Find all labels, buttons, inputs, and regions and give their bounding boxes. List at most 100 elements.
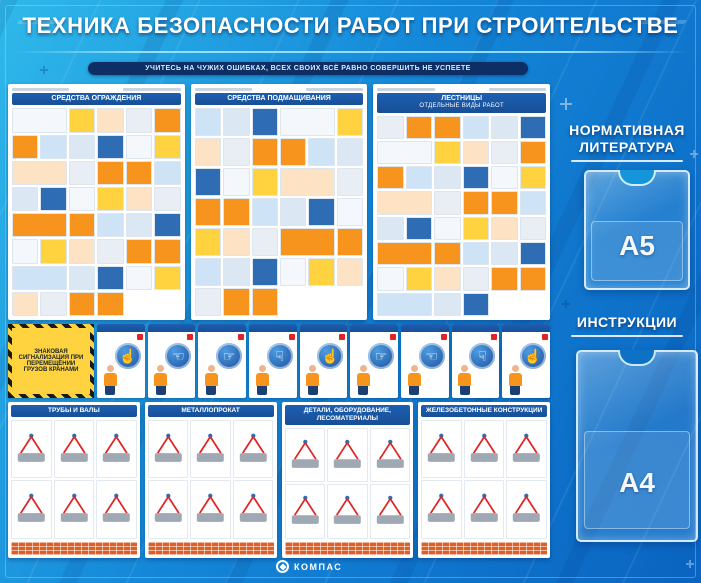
sling-diagram-svg — [470, 494, 498, 523]
poster-illustration-cell — [125, 108, 153, 133]
signal-number-badge — [390, 334, 397, 340]
pocket-finger-cutout — [618, 170, 656, 186]
poster-illustration-cell — [125, 213, 153, 238]
hand-down-icon: ☟ — [266, 343, 293, 369]
signalman-head — [359, 365, 367, 372]
a4-instructions-pocket[interactable]: А4 — [576, 350, 698, 542]
signal-card-illustration: ☞ — [198, 332, 246, 398]
poster-illustration-cell — [377, 166, 404, 190]
instructions-label: ИНСТРУКЦИИ — [552, 314, 701, 337]
sling-diagram — [11, 419, 52, 479]
signalman-torso — [458, 373, 472, 386]
signalman-legs — [105, 386, 115, 395]
poster-illustration-cell — [308, 258, 335, 287]
poster-illustration-cell — [377, 191, 433, 215]
sling-diagram — [463, 419, 505, 479]
poster-illustration-cell — [308, 198, 335, 227]
sling-diagram-svg — [239, 494, 267, 523]
signalman-legs — [257, 386, 268, 395]
poster-illustration-cell — [40, 239, 67, 264]
signalman-head — [207, 365, 215, 372]
poster-illustration-cell — [434, 115, 461, 139]
signalman-legs — [459, 386, 470, 395]
hand-up-icon: ☝ — [317, 343, 344, 369]
poster-illustration-cell — [154, 213, 181, 238]
plus-decoration — [562, 300, 570, 308]
poster-meta-lines — [194, 88, 364, 91]
signalman-torso — [154, 373, 168, 386]
poster-illustration-cell — [154, 186, 181, 212]
poster-illustration-cell — [12, 186, 39, 212]
sling-diagram-svg — [513, 433, 541, 462]
signal-number-badge — [339, 334, 346, 340]
poster-illustration-cell — [68, 108, 96, 133]
signal-card: ☟ — [451, 324, 500, 398]
sling-diagram-svg — [513, 494, 541, 523]
poster-illustration-cell — [336, 228, 364, 257]
signal-card-illustration: ☜ — [148, 332, 196, 398]
signal-card-illustration: ☞ — [350, 332, 398, 398]
poster-illustration-cell — [154, 134, 181, 159]
sling-diagram — [284, 484, 326, 539]
poster-illustration-cell — [12, 134, 39, 159]
poster-illustration-cell — [251, 138, 278, 167]
materials-strip — [284, 542, 411, 555]
poster-illustration-cell — [280, 108, 335, 137]
sling-diagrams — [421, 419, 547, 539]
poster-illustration-cell — [519, 267, 547, 291]
poster-illustration-cell — [405, 166, 433, 190]
poster-illustration-cell — [97, 291, 124, 316]
poster-illustration-cell — [68, 213, 96, 238]
signalman-figure — [153, 365, 169, 395]
signalman-head — [461, 365, 469, 372]
label-underline — [571, 159, 683, 162]
poster-illustration-cell — [194, 198, 222, 227]
sling-diagram — [53, 480, 95, 539]
materials-strip — [11, 542, 137, 555]
poster-illustration-cell — [154, 108, 181, 133]
a5-literature-pocket[interactable]: А5 — [584, 170, 690, 290]
signal-card: ☝ — [299, 324, 348, 398]
sling-diagram — [506, 480, 547, 539]
sling-diagram — [369, 427, 411, 483]
poster-illustration-cell — [377, 242, 433, 266]
header-divider — [12, 51, 689, 53]
poster-illustration-cell — [125, 186, 153, 212]
poster-title: ДЕТАЛИ, ОБОРУДОВАНИЕ, ЛЕСОМАТЕРИАЛЫ — [284, 405, 411, 425]
poster-illustration-cell — [194, 228, 222, 257]
poster-illustration-cell — [97, 265, 124, 290]
poster-illustration-cell — [377, 115, 404, 139]
poster-illustration-cell — [462, 267, 490, 291]
sling-diagram — [327, 484, 368, 539]
poster-illustration-cell — [377, 267, 404, 291]
poster-illustration-cell — [68, 186, 96, 212]
signalman-legs — [409, 386, 420, 395]
sling-diagram — [421, 419, 462, 479]
compass-icon — [276, 560, 289, 573]
sling-diagram-svg — [60, 433, 88, 462]
poster-illustration-cell — [194, 108, 222, 137]
poster-illustration-cell — [223, 108, 250, 137]
poster-illustration-cell — [125, 265, 153, 290]
sling-diagram — [232, 480, 274, 539]
poster-illustration-cell — [491, 242, 518, 266]
sling-diagram — [190, 419, 231, 479]
sling-diagram-svg — [470, 433, 498, 462]
poster-illustration-cell — [491, 267, 518, 291]
signal-number-badge — [491, 334, 498, 340]
poster-illustration-cell — [336, 198, 364, 227]
manufacturer-logo: КОМПАС — [276, 560, 342, 573]
sling-diagrams — [11, 419, 137, 539]
poster-illustration-cell — [519, 140, 547, 165]
poster-illustration-cell — [434, 140, 461, 165]
poster-ladders-works: ЛЕСТНИЦЫ ОТДЕЛЬНЫЕ ВИДЫ РАБОТ — [373, 84, 551, 320]
poster-illustration-cell — [434, 267, 461, 291]
poster-illustration-cell — [68, 160, 96, 185]
logo-text: КОМПАС — [294, 561, 343, 572]
sling-diagrams — [147, 419, 274, 539]
sling-diagram-svg — [239, 433, 267, 462]
poster-illustration-cell — [377, 292, 433, 316]
poster-illustration-cell — [154, 160, 181, 185]
signalman-head — [157, 365, 165, 372]
sling-diagram — [232, 419, 274, 479]
